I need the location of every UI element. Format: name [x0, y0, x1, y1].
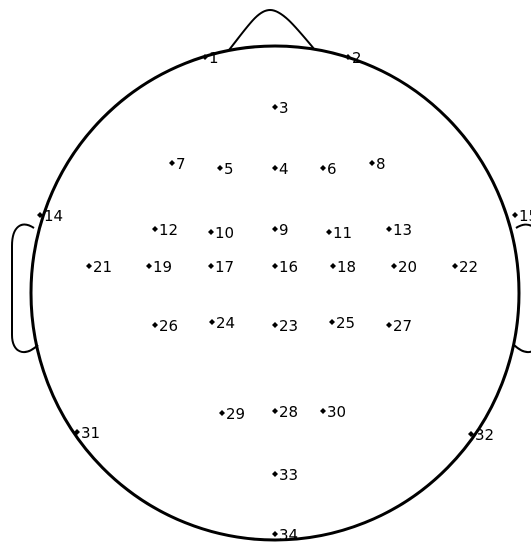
electrode-23: 23 [272, 317, 298, 335]
electrode-marker [386, 322, 392, 328]
electrode-marker [369, 160, 375, 166]
electrode-label: 26 [159, 317, 178, 335]
electrode-20: 20 [391, 258, 417, 276]
electrode-16: 16 [272, 258, 298, 276]
electrode-marker [272, 263, 278, 269]
electrode-33: 33 [272, 466, 298, 484]
electrode-label: 6 [327, 160, 337, 178]
electrode-label: 33 [279, 466, 298, 484]
electrode-label: 18 [337, 258, 356, 276]
electrode-marker [208, 229, 214, 235]
electrode-13: 13 [386, 221, 412, 239]
electrode-marker [272, 408, 278, 414]
electrode-15: 15 [512, 207, 531, 225]
electrode-25: 25 [329, 314, 355, 332]
electrode-1: 1 [202, 49, 219, 67]
electrode-28: 28 [272, 403, 298, 421]
electrode-12: 12 [152, 221, 178, 239]
electrode-marker [330, 263, 336, 269]
electrode-marker [217, 165, 223, 171]
electrode-marker [208, 263, 214, 269]
electrode-2: 2 [345, 49, 362, 67]
electrode-label: 22 [459, 258, 478, 276]
electrode-8: 8 [369, 155, 386, 173]
head-outline [31, 46, 519, 540]
electrode-29: 29 [219, 405, 245, 423]
electrode-9: 9 [272, 221, 289, 239]
electrode-marker [169, 160, 175, 166]
electrode-marker [272, 471, 278, 477]
electrode-label: 1 [209, 49, 219, 67]
electrode-11: 11 [326, 224, 352, 242]
electrode-label: 14 [44, 207, 63, 225]
electrode-label: 13 [393, 221, 412, 239]
electrode-label: 21 [93, 258, 112, 276]
electrode-label: 24 [216, 314, 235, 332]
electrode-30: 30 [320, 403, 346, 421]
electrode-label: 28 [279, 403, 298, 421]
electrode-label: 12 [159, 221, 178, 239]
electrode-label: 34 [279, 526, 298, 542]
electrode-marker [326, 229, 332, 235]
electrode-label: 17 [215, 258, 234, 276]
electrode-marker [209, 319, 215, 325]
electrode-22: 22 [452, 258, 478, 276]
electrode-label: 27 [393, 317, 412, 335]
electrode-label: 19 [153, 258, 172, 276]
electrode-17: 17 [208, 258, 234, 276]
electrode-24: 24 [209, 314, 235, 332]
electrodes: 1234567891011121314151617181920212223242… [37, 49, 531, 542]
electrode-marker [320, 165, 326, 171]
electrode-marker [272, 104, 278, 110]
electrode-marker [329, 319, 335, 325]
electrode-26: 26 [152, 317, 178, 335]
electrode-marker [272, 226, 278, 232]
nose [229, 10, 315, 50]
electrode-label: 32 [475, 426, 494, 444]
electrode-6: 6 [320, 160, 337, 178]
electrode-7: 7 [169, 155, 186, 173]
electrode-marker [146, 263, 152, 269]
electrode-label: 16 [279, 258, 298, 276]
electrode-label: 25 [336, 314, 355, 332]
electrode-label: 20 [398, 258, 417, 276]
electrode-marker [219, 410, 225, 416]
electrode-marker [86, 263, 92, 269]
electrode-21: 21 [86, 258, 112, 276]
electrode-label: 11 [333, 224, 352, 242]
electrode-label: 8 [376, 155, 386, 173]
electrode-marker [272, 531, 278, 537]
electrode-3: 3 [272, 99, 289, 117]
electrode-label: 7 [176, 155, 186, 173]
electrode-label: 30 [327, 403, 346, 421]
electrode-marker [152, 322, 158, 328]
electrode-label: 5 [224, 160, 234, 178]
electrode-marker [272, 165, 278, 171]
electrode-label: 3 [279, 99, 289, 117]
electrode-label: 9 [279, 221, 289, 239]
electrode-marker [386, 226, 392, 232]
electrode-label: 23 [279, 317, 298, 335]
electrode-label: 2 [352, 49, 362, 67]
electrode-5: 5 [217, 160, 234, 178]
electrode-marker [272, 322, 278, 328]
electrode-label: 4 [279, 160, 289, 178]
electrode-label: 29 [226, 405, 245, 423]
electrode-marker [512, 212, 518, 218]
electrode-label: 10 [215, 224, 234, 242]
electrode-27: 27 [386, 317, 412, 335]
electrode-marker [452, 263, 458, 269]
electrode-label: 15 [519, 207, 531, 225]
electrode-marker [391, 263, 397, 269]
electrode-4: 4 [272, 160, 289, 178]
electrode-marker [320, 408, 326, 414]
electrode-label: 31 [81, 424, 100, 442]
electrode-marker [152, 226, 158, 232]
electrode-19: 19 [146, 258, 172, 276]
electrode-10: 10 [208, 224, 234, 242]
electrode-18: 18 [330, 258, 356, 276]
